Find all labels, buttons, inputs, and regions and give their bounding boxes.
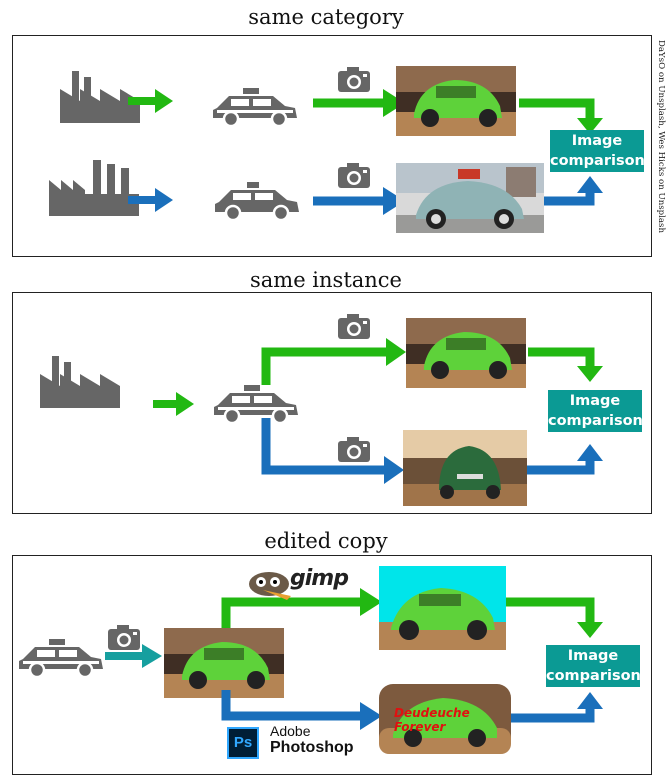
green-arrow bbox=[153, 392, 194, 416]
camera-icon bbox=[338, 437, 370, 462]
taxi-icon bbox=[211, 86, 299, 128]
image-comparison-box: Image comparison bbox=[546, 645, 641, 687]
comparison-label-line2: comparison bbox=[546, 668, 641, 684]
panel-title-edited-copy: edited copy bbox=[264, 529, 388, 553]
camera-icon bbox=[338, 67, 370, 92]
camera-icon bbox=[338, 314, 370, 339]
comparison-label-line2: comparison bbox=[548, 413, 643, 429]
car-icon bbox=[215, 182, 299, 222]
photo-green-2cv-rear bbox=[403, 430, 527, 506]
gimp-logo bbox=[249, 572, 291, 600]
watermark-line1: Deudeuche bbox=[394, 706, 470, 720]
taxi-icon bbox=[212, 383, 300, 425]
factory-icon bbox=[40, 356, 120, 408]
comparison-label-line1: Image bbox=[571, 133, 623, 149]
photoshop-label-line1: Adobe bbox=[270, 723, 311, 739]
watermark-line2: Forever bbox=[394, 720, 446, 734]
green-arrow bbox=[128, 89, 173, 113]
photo-green-beetle bbox=[396, 66, 516, 136]
comparison-label-line1: Image bbox=[567, 648, 619, 664]
photo-edited-photoshop bbox=[379, 684, 511, 754]
photo-credit: DaYsO on Unsplash, Wes Hicks on Unsplash bbox=[656, 40, 666, 233]
image-comparison-box: Image comparison bbox=[548, 390, 643, 432]
camera-icon bbox=[338, 163, 370, 188]
photo-blue-beetle bbox=[396, 163, 544, 233]
photo-green-2cv bbox=[406, 318, 526, 388]
panel-same-category bbox=[12, 35, 652, 257]
photo-edited-gimp bbox=[379, 566, 506, 650]
factory-icon bbox=[49, 160, 139, 216]
gimp-logo-text: gimp bbox=[290, 566, 349, 591]
photoshop-label-line2: Photoshop bbox=[270, 739, 354, 756]
panel-title-same-category: same category bbox=[248, 5, 404, 29]
photo-original bbox=[164, 628, 284, 698]
image-comparison-box: Image comparison bbox=[550, 130, 645, 172]
comparison-label-line1: Image bbox=[569, 393, 621, 409]
panel-same-instance bbox=[12, 292, 652, 514]
photoshop-logo: Ps bbox=[227, 727, 259, 759]
teal-arrow bbox=[105, 644, 162, 668]
panel-title-same-instance: same instance bbox=[249, 268, 402, 292]
taxi-icon bbox=[17, 637, 105, 679]
blue-arrow bbox=[128, 188, 173, 212]
comparison-label-line2: comparison bbox=[550, 153, 645, 169]
camera-icon bbox=[108, 625, 140, 650]
